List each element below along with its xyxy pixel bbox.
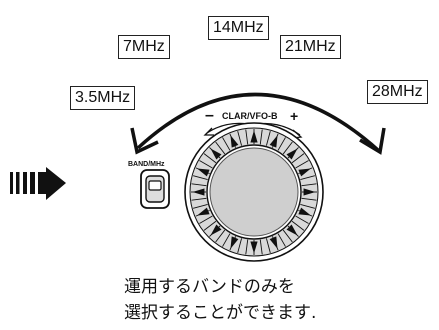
knob-knurl-line — [265, 131, 271, 146]
knob-knurl-line — [282, 141, 293, 155]
knob-marker — [250, 241, 258, 254]
knob-knurl-line — [193, 175, 208, 181]
knob-knurl-line — [300, 203, 315, 209]
clar-vfo-label: CLAR/VFO-B — [222, 111, 278, 121]
knob-knurl-line — [245, 129, 249, 145]
band-21mhz: 21MHz — [280, 35, 341, 59]
knob-marker — [269, 236, 278, 249]
knob-knurl-line — [301, 197, 317, 201]
knob-knurl-line — [237, 131, 243, 146]
knob-marker — [298, 207, 311, 216]
right-arrowhead — [359, 127, 386, 155]
knob-knurl-line — [203, 153, 217, 164]
knob-marker — [230, 236, 239, 249]
knob-knurl-line — [199, 160, 213, 169]
clar-vfo-knob — [184, 122, 324, 262]
knob-marker — [197, 168, 210, 177]
knob-marker — [286, 224, 298, 236]
band-7mhz: 7MHz — [118, 35, 170, 59]
caption-line-1: 運用するバンドのみを — [124, 277, 295, 297]
knob-marker — [210, 148, 222, 160]
knob-knurl-line — [191, 197, 207, 201]
band-28mhz: 28MHz — [367, 80, 428, 104]
knob-knurl-line — [199, 215, 213, 224]
knob-knurl-line — [222, 233, 231, 247]
knob-knurl-line — [277, 137, 286, 151]
knob-marker — [298, 168, 311, 177]
knob-knurl-line — [215, 141, 226, 155]
knob-knurl-line — [191, 183, 207, 187]
pointer-arrow-icon — [10, 167, 66, 200]
knob-knurl-line — [222, 137, 231, 151]
knob-knurl-line — [215, 229, 226, 243]
knob-marker — [230, 135, 239, 148]
knob-knurl-line — [291, 153, 305, 164]
knob-knurl-line — [295, 160, 309, 169]
knob-marker — [192, 188, 205, 196]
band-3-5mhz: 3.5MHz — [70, 86, 136, 110]
band-button-label: BAND/MHz — [128, 161, 165, 168]
knob-knurl-line — [301, 183, 317, 187]
knob-marker — [197, 207, 210, 216]
knob-knurl-line — [237, 238, 243, 253]
knob-marker — [210, 224, 222, 236]
knob-marker — [286, 148, 298, 160]
band-selection-arrow — [136, 92, 380, 152]
knob-marker — [269, 135, 278, 148]
knob-marker — [250, 130, 258, 143]
minus-sign: – — [205, 107, 214, 124]
knob-knurl-line — [203, 220, 217, 231]
knob-knurl-line — [277, 233, 286, 247]
knob-knurl-line — [295, 215, 309, 224]
knob-knurl-line — [193, 203, 208, 209]
knob-knurl-line — [282, 229, 293, 243]
plus-sign: + — [290, 108, 299, 124]
knob-knurl-line — [291, 220, 305, 231]
knob-marker — [303, 188, 316, 196]
caption-line-2: 選択することができます. — [124, 303, 317, 323]
knob-knurl-line — [245, 239, 249, 255]
band-button — [140, 169, 170, 209]
knob-knurl-line — [259, 239, 263, 255]
knob-knurl-line — [265, 238, 271, 253]
knob-knurl-line — [300, 175, 315, 181]
left-arrowhead — [130, 127, 159, 155]
band-14mhz: 14MHz — [208, 16, 269, 40]
knob-knurl-line — [259, 129, 263, 145]
